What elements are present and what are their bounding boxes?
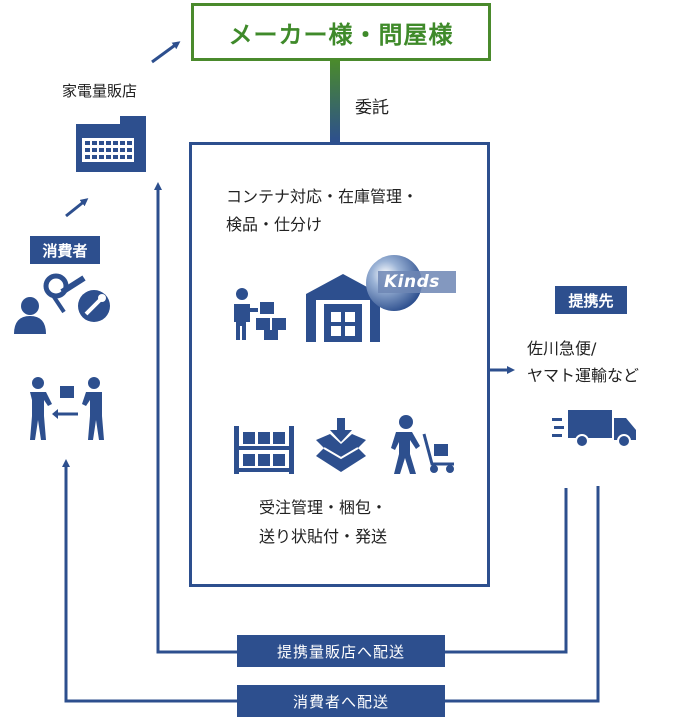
store-delivery-label: 提携量販店へ配送: [237, 635, 445, 667]
center-bottom-line-2: 送り状貼付・発送: [259, 527, 388, 546]
warehouse-icon: [306, 274, 380, 342]
consumer-tools-icon: [14, 273, 110, 334]
carrier-line-2: ヤマト運輸など: [527, 366, 640, 385]
store-label: 家電量販店: [62, 82, 138, 100]
consign-connector: [330, 61, 340, 142]
brand-logo-text: Kinds: [384, 272, 440, 292]
store-to-maker-arrow: [151, 41, 181, 64]
worker-boxes-icon: [234, 288, 286, 340]
center-top-line-2: 検品・仕分け: [226, 215, 323, 234]
consumer-to-store-arrow: [65, 198, 89, 218]
fulfillment-center-box: [189, 142, 490, 587]
shelf-icon: [234, 426, 294, 474]
truck-icon: [552, 410, 636, 448]
consumer-tag-label: 消費者: [42, 241, 88, 260]
handover-icon: [30, 377, 104, 440]
center-top-line-1: コンテナ対応・在庫管理・: [226, 187, 419, 206]
kinds-logo-icon: [366, 255, 456, 311]
store-delivery-text: 提携量販店へ配送: [276, 642, 405, 661]
maker-label: メーカー様・問屋様: [228, 20, 454, 49]
consumer-delivery-text: 消費者へ配送: [292, 692, 389, 711]
consign-label: 委託: [355, 98, 389, 118]
center-bottom-line-1: 受注管理・梱包・: [259, 498, 388, 517]
partner-tag: 提携先: [555, 286, 627, 314]
carrier-line-1: 佐川急便/: [527, 339, 597, 358]
maker-box: メーカー様・問屋様: [191, 3, 491, 61]
store-building-icon: [76, 116, 146, 172]
consumer-delivery-label: 消費者へ配送: [237, 685, 445, 717]
cart-worker-icon: [391, 415, 454, 474]
box-open-icon: [316, 418, 366, 472]
consumer-tag: 消費者: [30, 236, 100, 264]
partner-tag-label: 提携先: [568, 291, 614, 310]
